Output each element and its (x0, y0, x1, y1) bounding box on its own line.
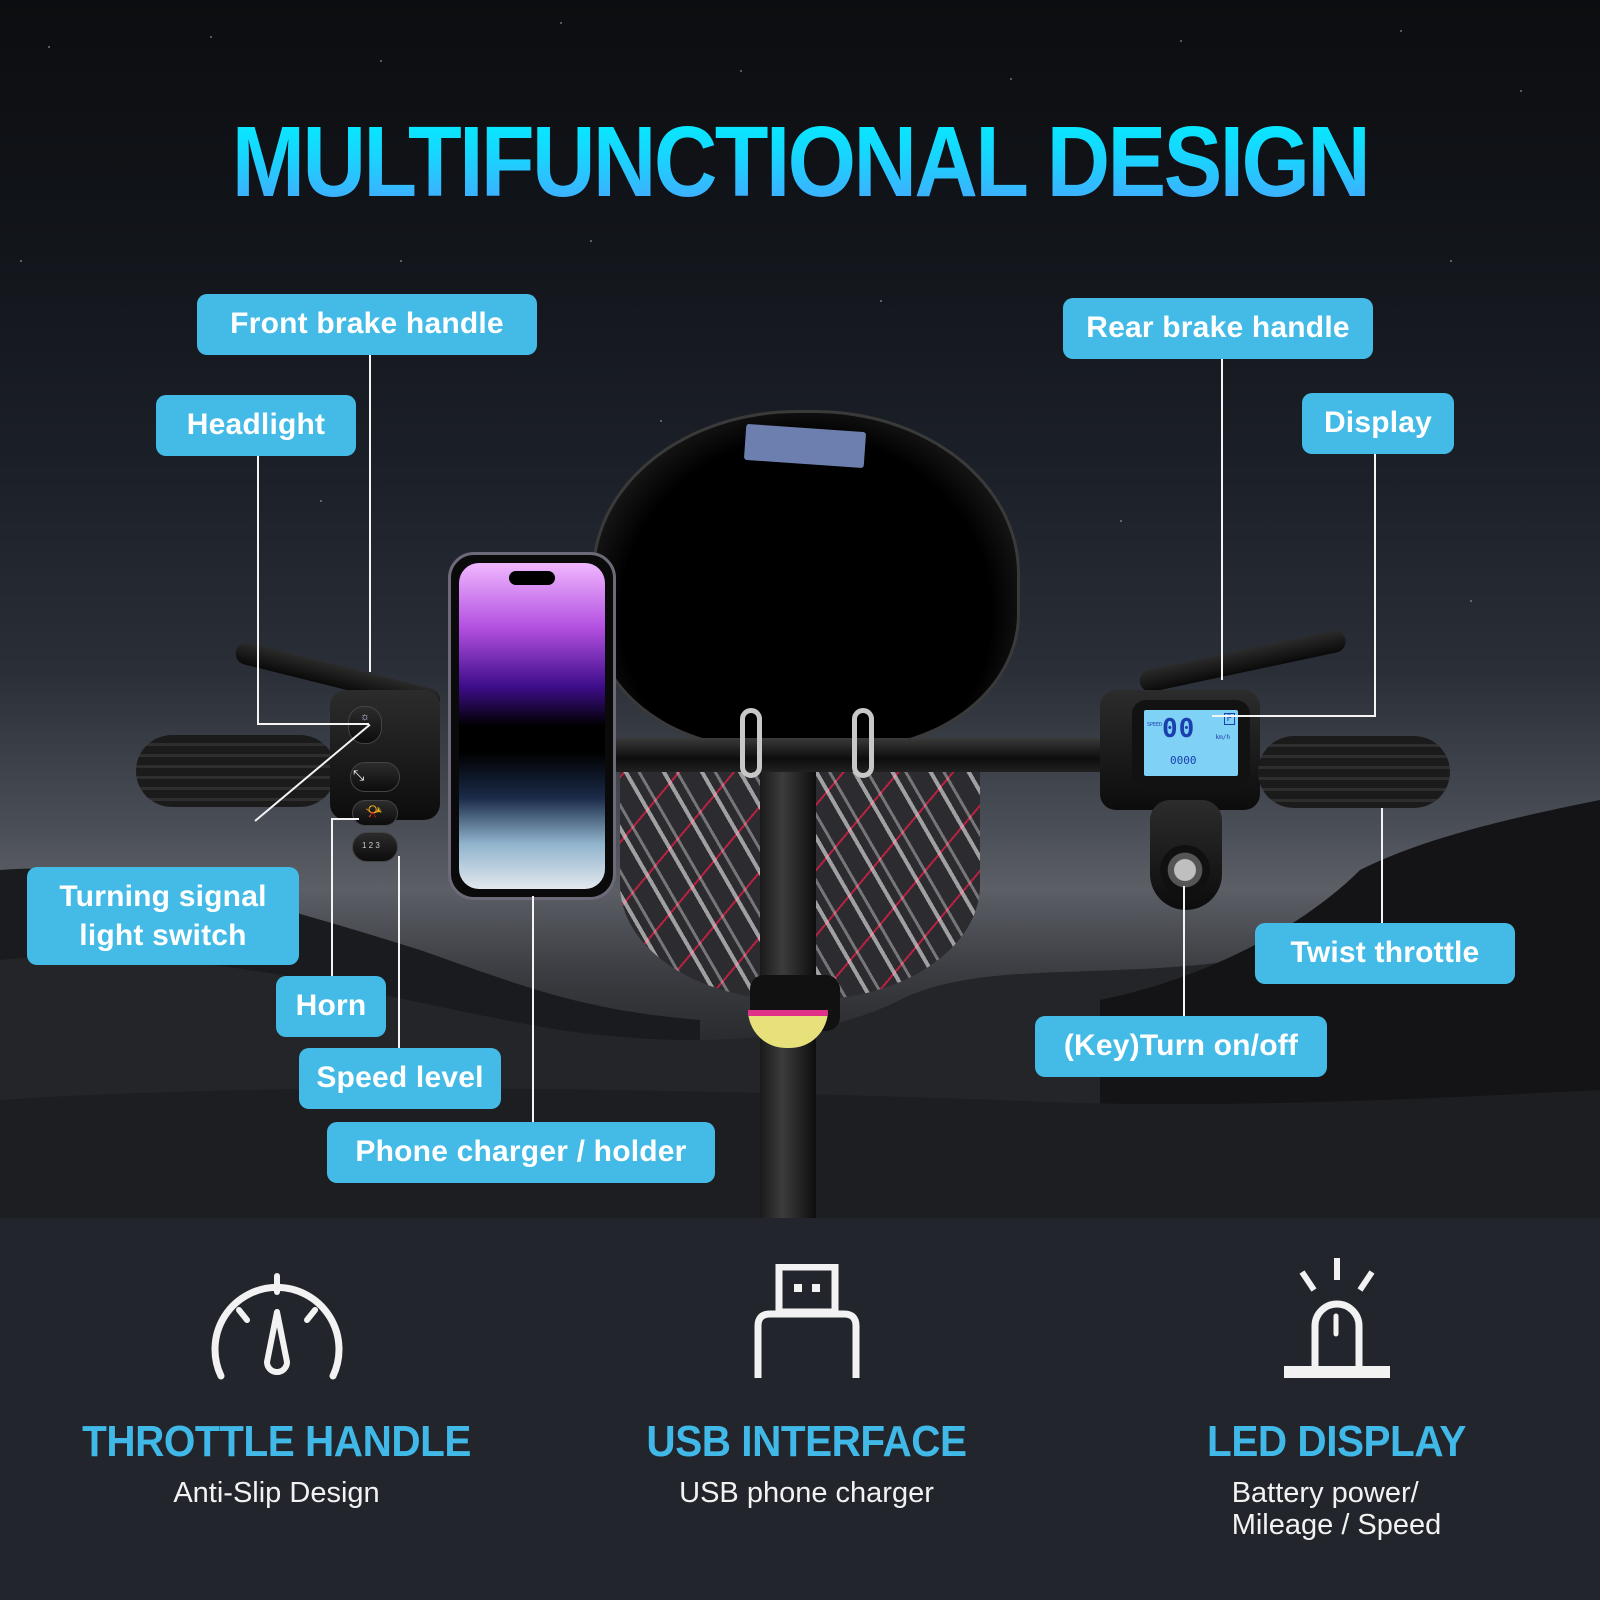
dynamic-island (509, 571, 555, 585)
feature-heading: USB INTERFACE (646, 1417, 967, 1466)
connector-horn (331, 818, 333, 978)
label-turning-signal: Turning signal light switch (27, 867, 299, 965)
hook-left (740, 708, 762, 778)
connector-horn-h (331, 818, 359, 820)
label-twist-throttle: Twist throttle (1255, 923, 1515, 984)
smartphone-on-holder (448, 552, 616, 900)
feature-heading: THROTTLE HANDLE (82, 1417, 471, 1466)
label-display: Display (1302, 393, 1454, 454)
turn-arrows-icon: ⤡ (353, 767, 365, 783)
connector-phone (532, 896, 534, 1124)
feature-throttle-handle: THROTTLE HANDLE Anti-Slip Design (10, 1240, 543, 1510)
connector-display-h (1212, 715, 1376, 717)
connector-headlight (257, 454, 259, 724)
speed-level-switch[interactable]: 1 2 3 (352, 832, 398, 862)
lcd-speed-value: 00 (1162, 714, 1196, 744)
connector-front-brake (369, 354, 371, 672)
feature-subtitle: Battery power/ Mileage / Speed (1231, 1477, 1442, 1541)
feature-subtitle: USB phone charger (679, 1477, 934, 1509)
connector-throttle (1381, 808, 1383, 926)
headlight-icon: ☼ (360, 711, 371, 723)
lcd-unit: km/h (1215, 734, 1230, 741)
hook-right (852, 708, 874, 778)
speedometer-icon (10, 1240, 543, 1380)
product-hero: MULTIFUNCTIONAL DESIGN ☼ ⤡ 📯 1 2 3 SPEED… (0, 0, 1600, 1218)
lcd-mode: P (1223, 713, 1235, 725)
feature-led-display: LED DISPLAY Battery power/ Mileage / Spe… (1070, 1240, 1600, 1542)
label-key-turn-on-off: (Key)Turn on/off (1035, 1016, 1327, 1077)
left-grip[interactable] (136, 735, 336, 807)
label-rear-brake-handle: Rear brake handle (1063, 298, 1373, 359)
lcd-speed-label: SPEED (1147, 722, 1163, 728)
usb-icon (540, 1240, 1073, 1380)
connector-headlight-h (257, 723, 369, 725)
horn-button[interactable]: 📯 (352, 800, 398, 826)
label-speed-level: Speed level (299, 1048, 501, 1109)
label-phone-charger-holder: Phone charger / holder (327, 1122, 715, 1183)
lcd-odometer: 0000 (1170, 754, 1197, 767)
key-ignition[interactable] (1160, 845, 1210, 895)
label-front-brake-handle: Front brake handle (197, 294, 537, 355)
lcd-display: SPEED 00 km/h P 0000 (1132, 700, 1250, 786)
turn-signal-switch[interactable]: ⤡ (350, 762, 400, 792)
speed-levels-text: 1 2 3 (362, 841, 380, 850)
connector-display (1374, 452, 1376, 716)
feature-heading: LED DISPLAY (1207, 1417, 1466, 1466)
label-horn: Horn (276, 976, 386, 1037)
connector-key (1183, 886, 1185, 1016)
feature-subtitle: Anti-Slip Design (173, 1477, 380, 1509)
front-bag (592, 410, 1020, 750)
handlebar (580, 738, 1120, 772)
left-control-housing (330, 690, 440, 820)
phone-screen (459, 563, 605, 889)
label-headlight: Headlight (156, 395, 356, 456)
beacon-light-icon (1070, 1240, 1600, 1380)
connector-rear-brake (1221, 358, 1223, 680)
right-grip-twist-throttle[interactable] (1258, 736, 1450, 808)
feature-usb-interface: USB INTERFACE USB phone charger (540, 1240, 1073, 1510)
lcd-screen: SPEED 00 km/h P 0000 (1144, 710, 1238, 776)
connector-speed-level (398, 856, 400, 1050)
page-title: MULTIFUNCTIONAL DESIGN (96, 112, 1504, 212)
horn-icon: 📯 (365, 803, 383, 819)
